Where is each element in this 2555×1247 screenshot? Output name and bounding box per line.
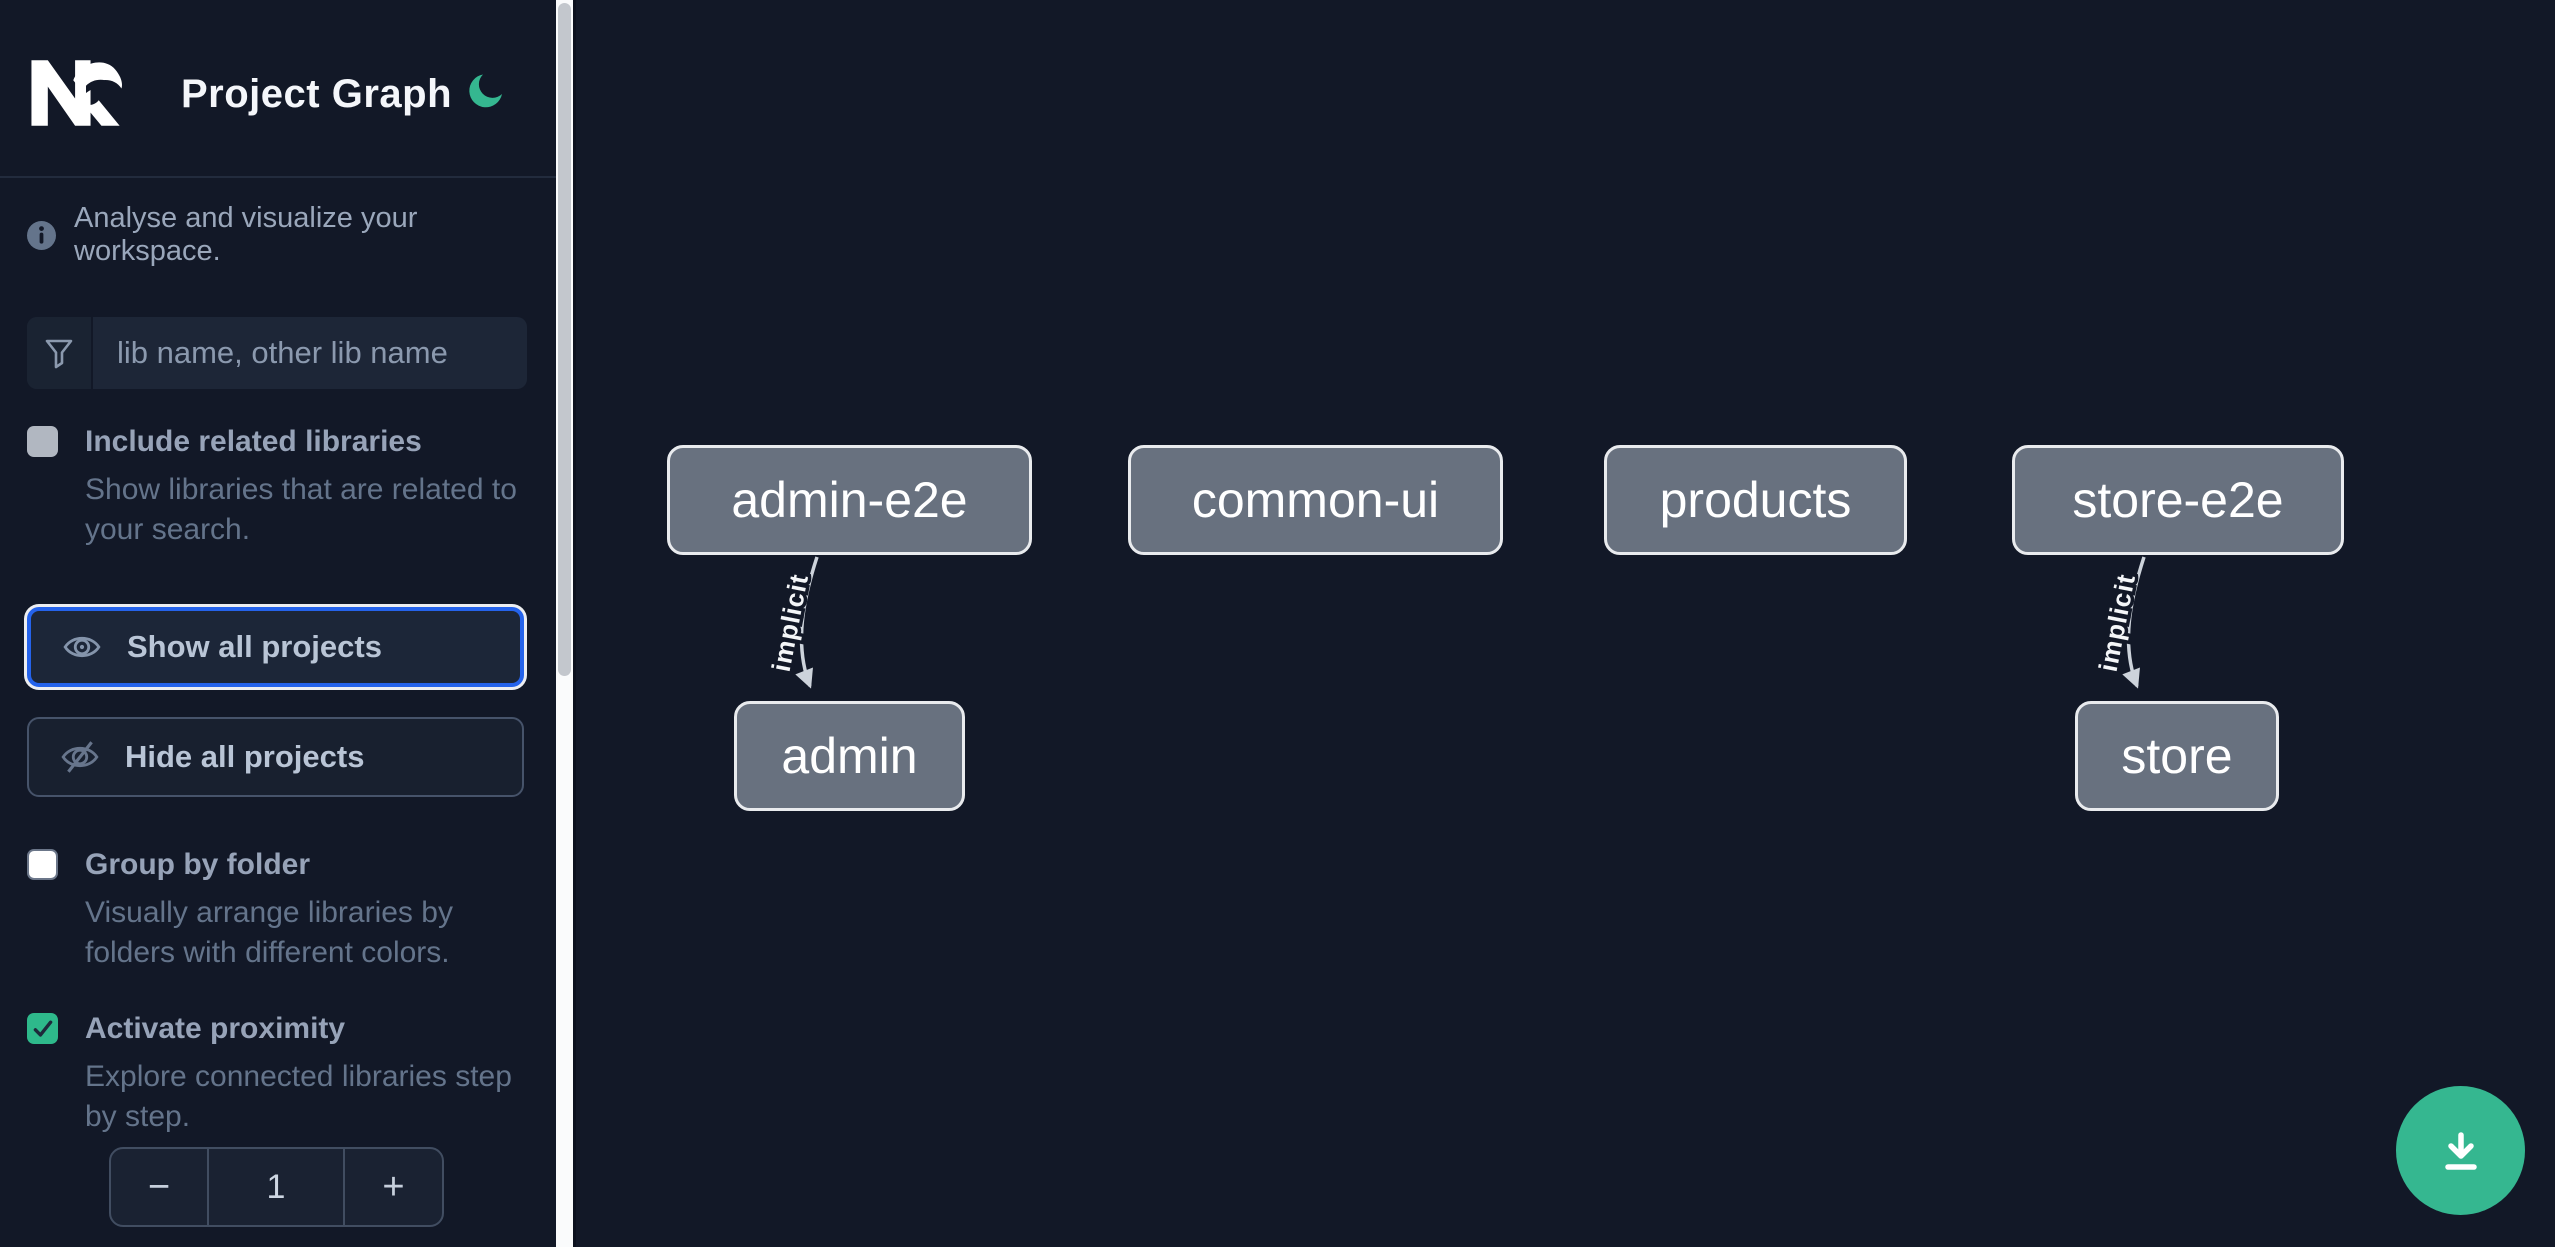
edge-label-implicit-2[interactable]: implicit (2089, 568, 2144, 678)
info-text: Analyse and visualize your workspace. (74, 202, 418, 267)
funnel-icon (27, 317, 93, 389)
group-by-folder-toggle: Group by folder Visually arrange librari… (27, 847, 532, 973)
node-products[interactable]: products (1604, 445, 1907, 555)
download-graph-button[interactable] (2396, 1086, 2525, 1215)
workspace-info: Analyse and visualize your workspace. (27, 202, 556, 268)
check-icon (33, 1020, 52, 1037)
include-related-checkbox[interactable] (27, 426, 58, 457)
project-graph-canvas[interactable]: implicit implicit admin-e2e common-ui pr… (573, 0, 2555, 1247)
activate-proximity-checkbox[interactable] (27, 1013, 58, 1044)
proximity-stepper: − 1 + (109, 1147, 444, 1227)
sidebar-scrollbar-thumb[interactable] (558, 3, 571, 676)
activate-proximity-label[interactable]: Activate proximity (85, 1012, 346, 1045)
moon-icon (469, 74, 502, 108)
activate-proximity-description: Explore connected libraries step by step… (85, 1060, 512, 1133)
edge-label-implicit-1[interactable]: implicit (762, 568, 817, 678)
decrement-button[interactable]: − (111, 1149, 209, 1225)
show-all-projects-label: Show all projects (127, 629, 382, 664)
include-related-toggle: Include related libraries Show libraries… (27, 424, 532, 550)
download-icon (2444, 1131, 2477, 1170)
hide-all-projects-label: Hide all projects (125, 739, 365, 774)
eye-off-icon (61, 741, 99, 773)
edge-store-e2e-store (2122, 556, 2146, 689)
group-by-folder-checkbox[interactable] (27, 849, 58, 880)
node-common-ui[interactable]: common-ui (1128, 445, 1503, 555)
include-related-description: Show libraries that are related to your … (85, 473, 517, 546)
show-all-projects-button[interactable]: Show all projects (27, 607, 524, 687)
sidebar-header: Project Graph (0, 0, 556, 178)
group-by-folder-description: Visually arrange libraries by folders wi… (85, 896, 453, 969)
increment-button[interactable]: + (345, 1149, 442, 1225)
node-store-e2e[interactable]: store-e2e (2012, 445, 2344, 555)
activate-proximity-toggle: Activate proximity Explore connected lib… (27, 1011, 532, 1137)
nx-logo (31, 60, 123, 126)
node-admin-e2e[interactable]: admin-e2e (667, 445, 1032, 555)
filter-input[interactable] (93, 317, 527, 389)
proximity-value: 1 (209, 1149, 345, 1225)
page-title: Project Graph (181, 72, 453, 116)
info-circle-icon (27, 220, 56, 250)
sidebar: Project Graph Analyse and visualize your… (0, 0, 556, 1247)
sidebar-scrollbar-track[interactable] (556, 0, 573, 1247)
node-store[interactable]: store (2075, 701, 2279, 811)
edge-admin-e2e-admin (795, 556, 819, 689)
eye-icon (63, 636, 101, 658)
node-admin[interactable]: admin (734, 701, 965, 811)
group-by-folder-label[interactable]: Group by folder (85, 848, 310, 881)
filter-box (27, 317, 527, 389)
graph-edges: implicit implicit (762, 556, 2146, 689)
include-related-label[interactable]: Include related libraries (85, 425, 422, 458)
hide-all-projects-button[interactable]: Hide all projects (27, 717, 524, 797)
theme-toggle-button[interactable] (466, 70, 508, 112)
